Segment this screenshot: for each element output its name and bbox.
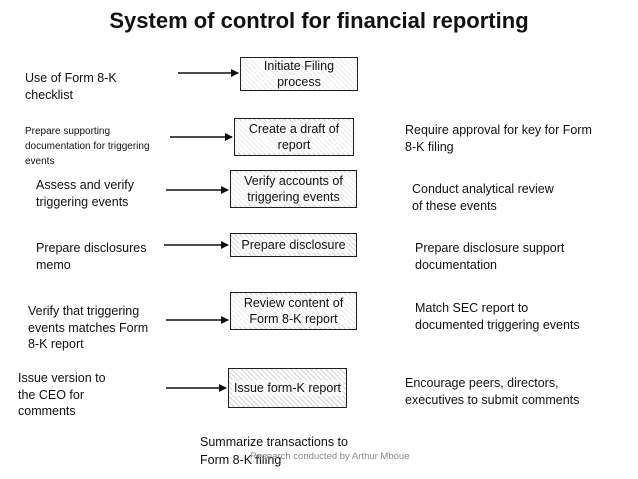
step-box-initiate-filing: Initiate Filing process	[240, 57, 358, 91]
step-box-review-content: Review content of Form 8-K report	[230, 292, 357, 330]
step-box-label: Review content of Form 8-K report	[231, 295, 356, 327]
left-note-supporting-docs: Prepare supporting documentation for tri…	[25, 126, 150, 167]
right-note-require-approval: Require approval for key for Form 8-K fi…	[405, 123, 592, 154]
right-note-analytical-review: Conduct analytical review of these event…	[412, 182, 554, 213]
right-note-match-sec: Match SEC report to documented triggerin…	[415, 301, 580, 332]
right-note-encourage-comments: Encourage peers, directors, executives t…	[405, 376, 580, 407]
step-box-prepare-disclosure: Prepare disclosure	[230, 233, 357, 257]
left-note-disclosures-memo: Prepare disclosures memo	[36, 241, 147, 272]
step-box-verify-accounts: Verify accounts of triggering events	[230, 170, 357, 208]
step-box-label: Verify accounts of triggering events	[231, 173, 356, 205]
diagram-title: System of control for financial reportin…	[109, 8, 529, 33]
credit-text: Research conducted by Arthur Mboue	[250, 451, 410, 462]
step-box-issue-report: Issue form-K report	[228, 368, 347, 408]
step-box-label: Prepare disclosure	[239, 237, 348, 253]
step-box-label: Issue form-K report	[232, 380, 343, 396]
left-note-verify-events: Verify that triggering events matches Fo…	[28, 304, 149, 351]
left-note-checklist: Use of Form 8-K checklist	[25, 71, 117, 102]
right-note-disclosure-support: Prepare disclosure support documentation	[415, 241, 565, 272]
step-box-label: Initiate Filing process	[241, 58, 357, 90]
step-box-create-draft: Create a draft of report	[234, 118, 354, 156]
left-note-issue-version: Issue version to the CEO for comments	[18, 371, 106, 418]
left-note-assess-verify: Assess and verify triggering events	[36, 178, 134, 209]
step-box-label: Create a draft of report	[235, 121, 353, 153]
footer-summary: Summarize transactions to Form 8-K filin…	[200, 435, 348, 467]
